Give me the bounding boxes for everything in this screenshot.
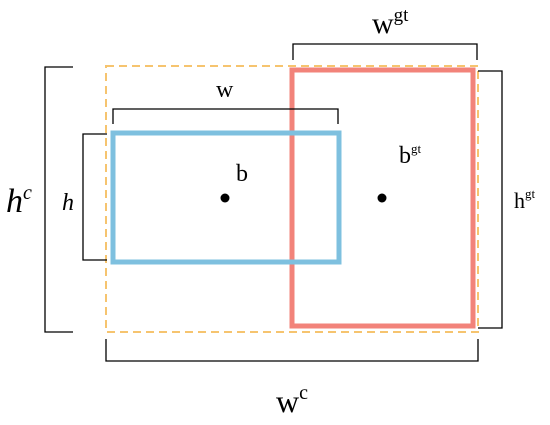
ground-truth-center-point xyxy=(377,193,387,203)
bgt-label: bgt xyxy=(399,141,422,169)
wc-bracket xyxy=(105,339,479,362)
wgt-label: wgt xyxy=(372,5,409,40)
hc-bracket xyxy=(44,66,73,333)
wc-label: wc xyxy=(276,382,308,419)
hgt-label: hgt xyxy=(514,186,536,213)
b-label: b xyxy=(236,161,248,187)
wgt-bracket xyxy=(292,43,478,60)
hgt-bracket xyxy=(478,70,503,329)
predicted-box xyxy=(110,130,342,265)
h-bracket xyxy=(82,133,107,261)
enclosing-box xyxy=(105,65,479,333)
ground-truth-box xyxy=(289,67,476,329)
h-label: h xyxy=(62,190,74,216)
hc-label: hc xyxy=(6,182,32,220)
w-label: w xyxy=(216,77,234,103)
w-bracket xyxy=(112,108,339,124)
predicted-center-point xyxy=(220,193,230,203)
